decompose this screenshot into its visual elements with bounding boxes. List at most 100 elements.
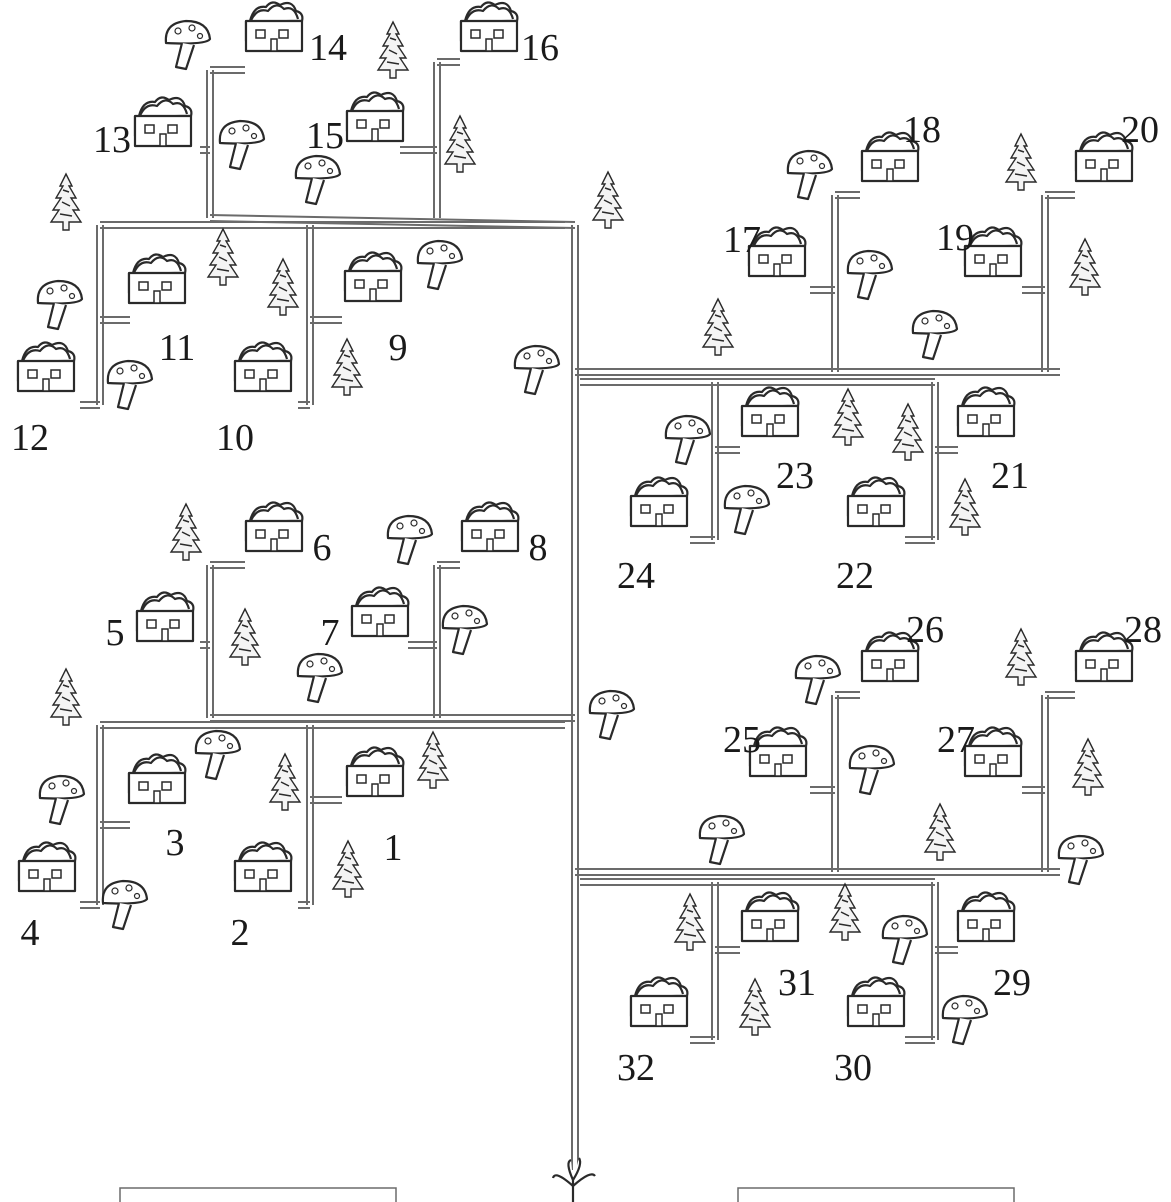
mushroom-icon (515, 346, 559, 394)
mushroom-icon (913, 311, 957, 359)
house-icon (235, 842, 291, 891)
mushroom-icon (196, 731, 240, 779)
mushroom-icon (788, 151, 832, 199)
pine-tree-icon (833, 389, 863, 445)
house-number-label: 31 (778, 962, 816, 1004)
mushroom-icon (166, 21, 210, 69)
pine-tree-icon (925, 804, 955, 860)
house-number-label: 23 (776, 455, 814, 497)
house-icon (345, 252, 401, 301)
house-icon (246, 2, 302, 51)
house-number-label: 3 (166, 822, 185, 864)
pine-tree-icon (703, 299, 733, 355)
pine-tree-icon (230, 609, 260, 665)
mushroom-icon (443, 606, 487, 654)
house-number-label: 22 (836, 555, 874, 597)
pine-tree-icon (418, 732, 448, 788)
house-number-label: 16 (521, 27, 559, 69)
mushroom-icon (666, 416, 710, 464)
pine-tree-icon (593, 172, 623, 228)
house-icon (742, 892, 798, 941)
house-icon (742, 387, 798, 436)
house-number-label: 32 (617, 1047, 655, 1089)
mushroom-icon (108, 361, 152, 409)
mushroom-icon (883, 916, 927, 964)
house-icon (347, 747, 403, 796)
pine-tree-icon (675, 894, 705, 950)
pine-tree-icon (51, 174, 81, 230)
house-icon (135, 97, 191, 146)
pine-tree-icon (1070, 239, 1100, 295)
house-icon (958, 387, 1014, 436)
house-number-label: 25 (723, 719, 761, 761)
house-number-label: 17 (723, 219, 761, 261)
house-number-label: 15 (306, 115, 344, 157)
pine-tree-icon (740, 979, 770, 1035)
house-number-label: 4 (21, 912, 40, 954)
mushroom-icon (850, 746, 894, 794)
house-icon (18, 342, 74, 391)
mushroom-icon (40, 776, 84, 824)
mushroom-icon (38, 281, 82, 329)
mushroom-icon (796, 656, 840, 704)
pine-tree-icon (268, 259, 298, 315)
legend-box-left (120, 1188, 396, 1202)
house-number-label: 6 (313, 527, 332, 569)
pine-tree-icon (51, 669, 81, 725)
mushroom-icon (590, 691, 634, 739)
house-number-label: 26 (906, 609, 944, 651)
pine-tree-icon (332, 339, 362, 395)
pine-tree-icon (171, 504, 201, 560)
pine-tree-icon (333, 841, 363, 897)
house-icon (19, 842, 75, 891)
house-icon (235, 342, 291, 391)
pine-tree-icon (378, 22, 408, 78)
legend-box-right (738, 1188, 1014, 1202)
house-number-label: 19 (936, 217, 974, 259)
pine-tree-icon (1006, 629, 1036, 685)
icon-layer (18, 2, 1132, 1044)
pine-tree-icon (208, 229, 238, 285)
pine-tree-icon (1006, 134, 1036, 190)
house-icon (848, 477, 904, 526)
mushroom-icon (848, 251, 892, 299)
house-number-label: 28 (1124, 609, 1162, 651)
house-icon (631, 977, 687, 1026)
house-number-label: 1 (384, 827, 403, 869)
mushroom-icon (220, 121, 264, 169)
mushroom-icon (296, 156, 340, 204)
house-number-label: 5 (106, 612, 125, 654)
mushroom-icon (298, 654, 342, 702)
house-number-label: 30 (834, 1047, 872, 1089)
pine-tree-icon (445, 116, 475, 172)
house-icon (461, 2, 517, 51)
house-number-label: 10 (216, 417, 254, 459)
house-number-label: 8 (529, 527, 548, 569)
plant-icon (553, 1158, 595, 1202)
house-icon (347, 92, 403, 141)
house-number-label: 14 (309, 27, 347, 69)
mushroom-icon (700, 816, 744, 864)
mushroom-icon (418, 241, 462, 289)
house-icon (958, 892, 1014, 941)
house-number-label: 2 (231, 912, 250, 954)
house-number-label: 24 (617, 555, 655, 597)
house-number-label: 7 (321, 612, 340, 654)
mushroom-icon (103, 881, 147, 929)
house-number-label: 29 (993, 962, 1031, 1004)
house-number-label: 21 (991, 455, 1029, 497)
house-number-label: 27 (937, 719, 975, 761)
pine-tree-icon (950, 479, 980, 535)
house-number-label: 11 (159, 327, 196, 369)
house-number-label: 20 (1121, 109, 1159, 151)
pine-tree-icon (270, 754, 300, 810)
mushroom-icon (388, 516, 432, 564)
house-icon (462, 502, 518, 551)
house-icon (631, 477, 687, 526)
mushroom-icon (943, 996, 987, 1044)
house-number-label: 9 (389, 327, 408, 369)
house-icon (129, 254, 185, 303)
house-number-label: 12 (11, 417, 49, 459)
house-number-label: 13 (93, 119, 131, 161)
